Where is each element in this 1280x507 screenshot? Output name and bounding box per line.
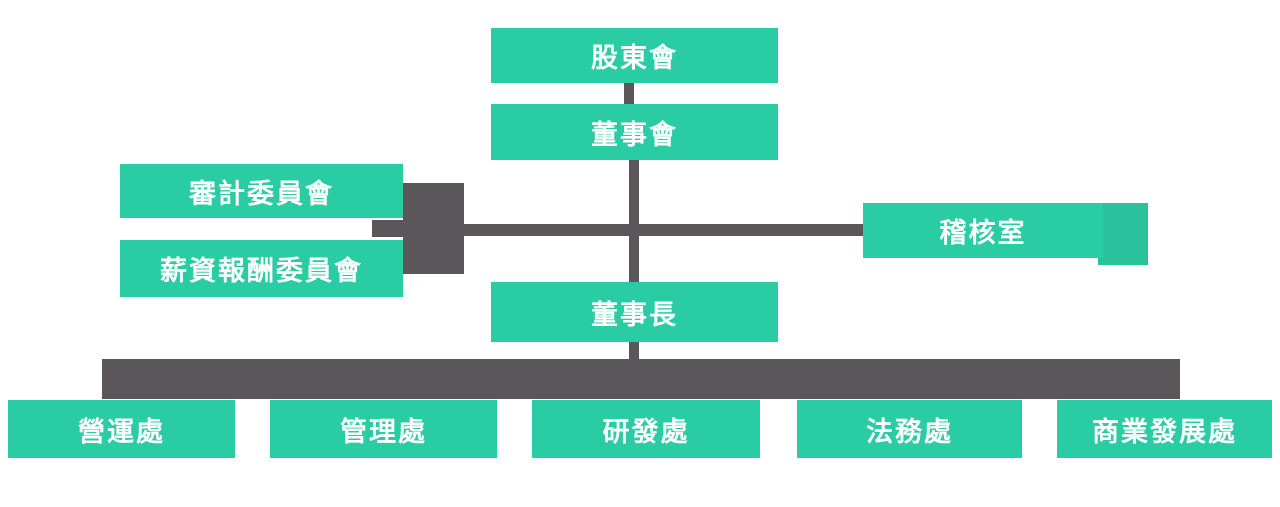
connector-committees-block <box>403 183 464 274</box>
node-audit-office-extension <box>1098 203 1148 265</box>
node-audit-committee-label: 審計委員會 <box>189 178 334 209</box>
node-board-label: 董事會 <box>591 119 678 150</box>
node-compensation-committee-label: 薪資報酬委員會 <box>160 256 363 286</box>
node-management-label: 管理處 <box>340 416 427 447</box>
node-business-development-label: 商業發展處 <box>1092 416 1237 447</box>
node-shareholders-label: 股東會 <box>591 43 678 73</box>
node-audit-office: 稽核室 <box>863 203 1103 258</box>
connector-shareholders-board <box>624 83 634 105</box>
node-shareholders-meeting: 股東會 <box>491 28 778 83</box>
node-compensation-committee: 薪資報酬委員會 <box>120 240 403 297</box>
node-operations-division: 營運處 <box>8 400 235 458</box>
node-chairman-label: 董事長 <box>591 299 678 330</box>
connector-board-chairman <box>629 160 639 283</box>
node-management-division: 管理處 <box>270 400 497 458</box>
node-business-development-division: 商業發展處 <box>1057 400 1272 458</box>
node-legal-division: 法務處 <box>797 400 1022 458</box>
node-chairman: 董事長 <box>491 282 778 342</box>
connector-chairman-departments <box>629 342 639 361</box>
node-rnd-division: 研發處 <box>532 400 760 458</box>
node-rnd-label: 研發處 <box>602 416 690 447</box>
node-board-of-directors: 董事會 <box>491 104 778 160</box>
connector-horizontal-audit-office <box>464 224 863 236</box>
node-operations-label: 營運處 <box>78 416 165 447</box>
node-legal-label: 法務處 <box>866 416 953 447</box>
node-audit-committee: 審計委員會 <box>120 164 403 218</box>
connector-committees-stub <box>372 220 404 237</box>
node-audit-office-label: 稽核室 <box>939 218 1027 248</box>
connector-departments-spine <box>102 359 1180 399</box>
